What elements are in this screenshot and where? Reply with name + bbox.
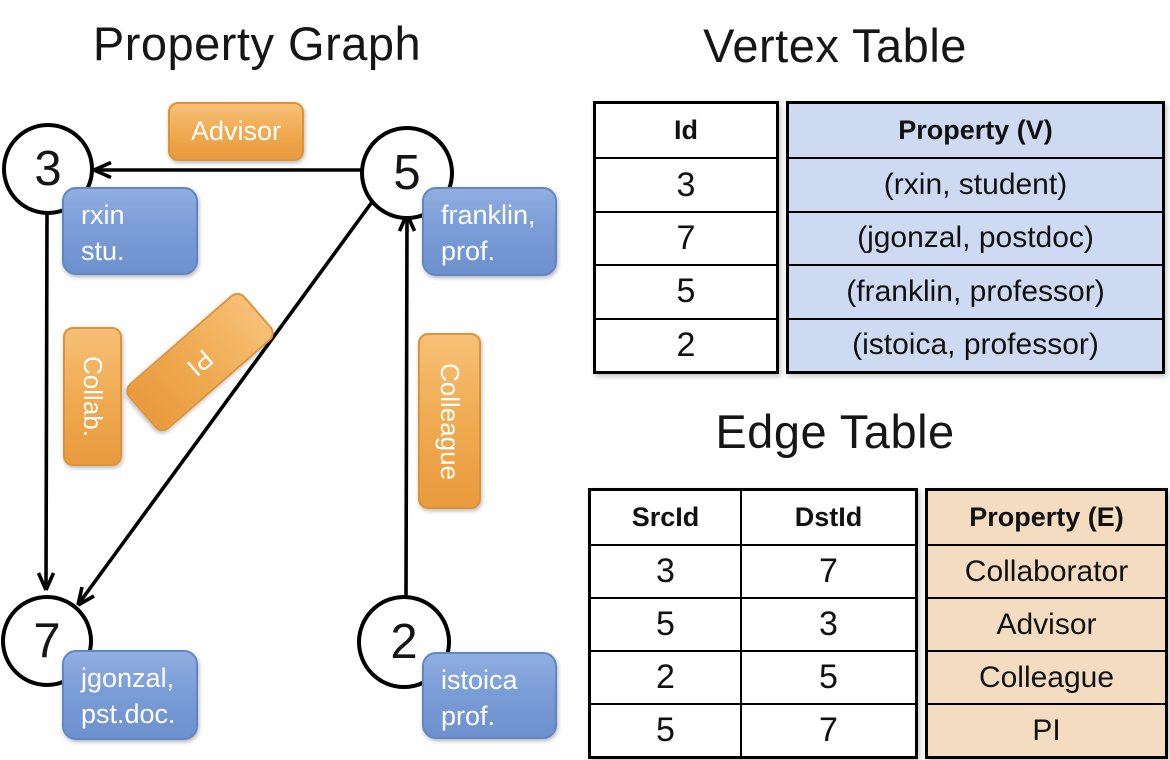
edge-label-colleague-text: Colleague [435, 362, 465, 480]
node-label-3: 3 [34, 142, 62, 196]
node-label-2: 2 [390, 615, 418, 669]
vertex-table-title: Vertex Table [703, 19, 967, 72]
edge-table-dst-cell: 5 [740, 650, 915, 703]
edge-table-id-columns: SrcId DstId 3 7 5 3 2 5 5 7 [588, 488, 918, 759]
vertex-table-header-id: Id [674, 115, 698, 146]
edge-table-header-property: Property (E) [969, 502, 1124, 532]
vertex-card-istoica: istoica prof. [422, 652, 557, 739]
vertex-table-id-cell: 2 [596, 317, 776, 371]
edge-label-advisor: Advisor [168, 102, 304, 161]
vertex-table-id-cell: 3 [596, 157, 776, 210]
vertex-card-jgonzal-line1: jgonzal, [81, 663, 175, 693]
vertex-card-franklin-line1: franklin, [441, 200, 536, 230]
edge-table-src-cell: 5 [591, 597, 740, 650]
edge-label-colleague: Colleague [418, 333, 481, 509]
vertex-card-istoica-line2: prof. [441, 700, 496, 731]
vertex-card-rxin-line1: rxin [81, 200, 125, 230]
vertex-table-id-column: Id 3 7 5 2 [593, 101, 779, 374]
edge-table-property-column: Property (E) Collaborator Advisor Collea… [925, 488, 1168, 759]
edge-table-src-cell: 3 [591, 544, 740, 597]
vertex-table-id-cell: 7 [596, 210, 776, 264]
edge-table-property-cell: PI [928, 703, 1165, 756]
edge-table-header-srcid: SrcId [631, 502, 700, 532]
edge-table-property-cell: Collaborator [928, 544, 1165, 597]
edge-colleague-arrow [397, 213, 417, 599]
vertex-table-property-cell: (jgonzal, postdoc) [789, 210, 1162, 264]
vertex-card-rxin: rxin stu. [62, 187, 198, 275]
edge-label-pi-text: PI [181, 342, 220, 382]
edge-table-src-cell: 2 [591, 650, 740, 703]
vertex-table-property-cell: (franklin, professor) [789, 264, 1162, 317]
vertex-card-istoica-line1: istoica [441, 665, 518, 695]
vertex-table-property-column: Property (V) (rxin, student) (jgonzal, p… [786, 101, 1165, 374]
node-label-5: 5 [393, 146, 421, 200]
vertex-card-franklin-line2: prof. [441, 235, 496, 266]
edge-label-collab: Collab. [63, 327, 122, 466]
property-graph-title: Property Graph [92, 17, 422, 70]
edge-collab-arrow [36, 212, 56, 591]
vertex-table-id-cell: 5 [596, 264, 776, 317]
edge-table-dst-cell: 7 [740, 703, 915, 756]
edge-advisor-arrow [93, 160, 362, 180]
edge-table-title: Edge Table [715, 405, 955, 458]
vertex-table-property-cell: (istoica, professor) [789, 317, 1162, 371]
node-label-7: 7 [33, 614, 61, 668]
edge-table-property-cell: Colleague [928, 650, 1165, 703]
edge-table-header-dstid: DstId [740, 491, 915, 544]
edge-label-advisor-text: Advisor [190, 116, 282, 146]
vertex-card-rxin-line2: stu. [81, 235, 125, 266]
vertex-card-franklin: franklin, prof. [422, 187, 557, 276]
edge-table-src-cell: 5 [591, 703, 740, 756]
vertex-card-jgonzal-line2: pst.doc. [81, 698, 176, 729]
edge-table-dst-cell: 3 [740, 597, 915, 650]
edge-label-collab-text: Collab. [78, 356, 108, 437]
edge-table-property-cell: Advisor [928, 597, 1165, 650]
vertex-table-header-property: Property (V) [898, 115, 1053, 146]
edge-table-dst-cell: 7 [740, 544, 915, 597]
edge-pi-arrow [76, 200, 374, 607]
vertex-table-property-cell: (rxin, student) [789, 157, 1162, 210]
vertex-card-jgonzal: jgonzal, pst.doc. [62, 650, 198, 740]
